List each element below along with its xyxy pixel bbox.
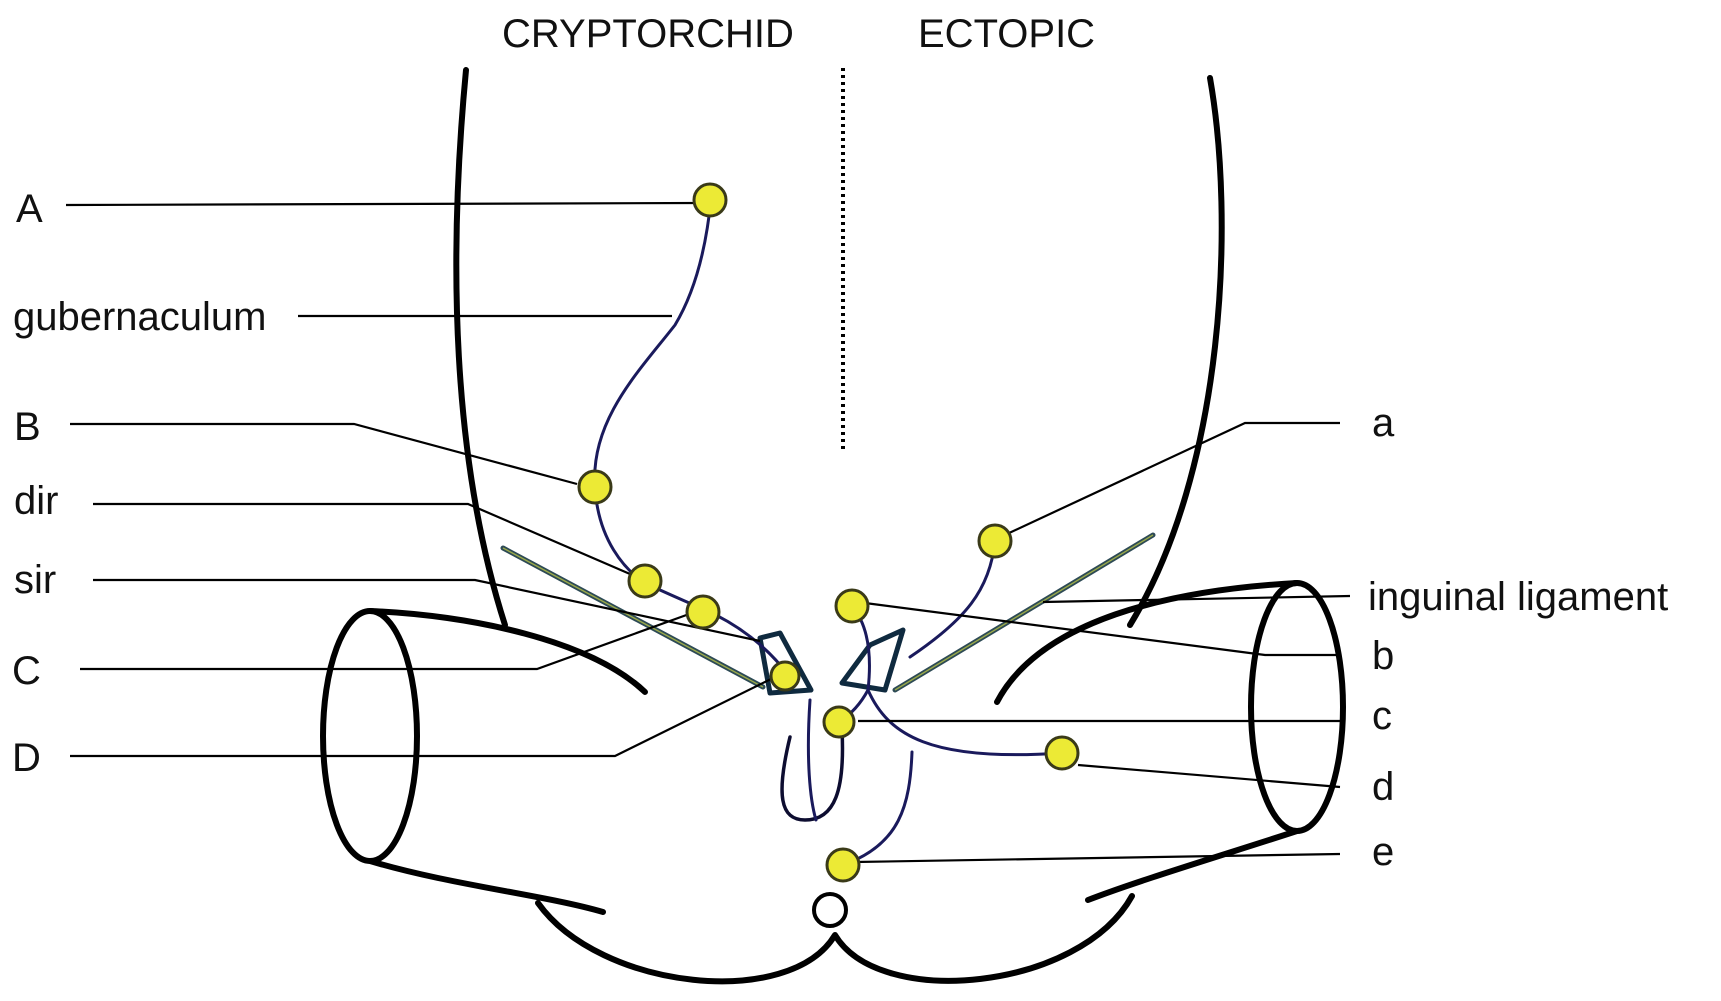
leader-a (1007, 423, 1340, 534)
label-dir: dir (14, 479, 58, 523)
label-c: c (1372, 694, 1392, 738)
label-b: b (1372, 634, 1394, 678)
ectopic-branch-e (843, 752, 912, 865)
heading-ectopic: ECTOPIC (918, 12, 1095, 56)
marker-b (836, 590, 868, 622)
marker-a (979, 525, 1011, 557)
leader-D (70, 677, 775, 756)
left-thigh-lower (370, 861, 603, 912)
label-sir: sir (14, 558, 56, 602)
label-C: C (12, 649, 41, 693)
marker-C (687, 596, 719, 628)
leader-dir (93, 504, 630, 574)
label-inguinal-ligament: inguinal ligament (1368, 575, 1668, 619)
leader-e (855, 854, 1340, 862)
marker-B (579, 471, 611, 503)
marker-c (824, 707, 854, 737)
label-A: A (16, 187, 43, 231)
marker-A (694, 184, 726, 216)
heading-cryptorchid: CRYPTORCHID (502, 12, 794, 56)
leader-d (1078, 765, 1340, 787)
right-thigh-lower (1088, 831, 1297, 900)
superficial-ring-right (842, 630, 903, 690)
marker-e (827, 849, 859, 881)
right-thigh-cut-end (1251, 583, 1343, 831)
penis-inner-line (808, 700, 816, 820)
label-gubernaculum: gubernaculum (13, 295, 267, 339)
label-d: d (1372, 765, 1394, 809)
perineum-outline (538, 896, 1132, 981)
label-a: a (1372, 401, 1395, 445)
marker-D (771, 662, 799, 690)
leader-A (66, 203, 700, 205)
marker-d (1046, 737, 1078, 769)
trunk-left-outline (456, 70, 505, 625)
label-D: D (12, 736, 41, 780)
marker-dir (629, 565, 661, 597)
anus-circle (814, 894, 846, 926)
label-e: e (1372, 830, 1394, 874)
label-B: B (14, 405, 41, 449)
ectopic-branch-d (868, 690, 1062, 755)
leader-B (70, 424, 577, 484)
left-thigh-cut-end (323, 611, 417, 861)
